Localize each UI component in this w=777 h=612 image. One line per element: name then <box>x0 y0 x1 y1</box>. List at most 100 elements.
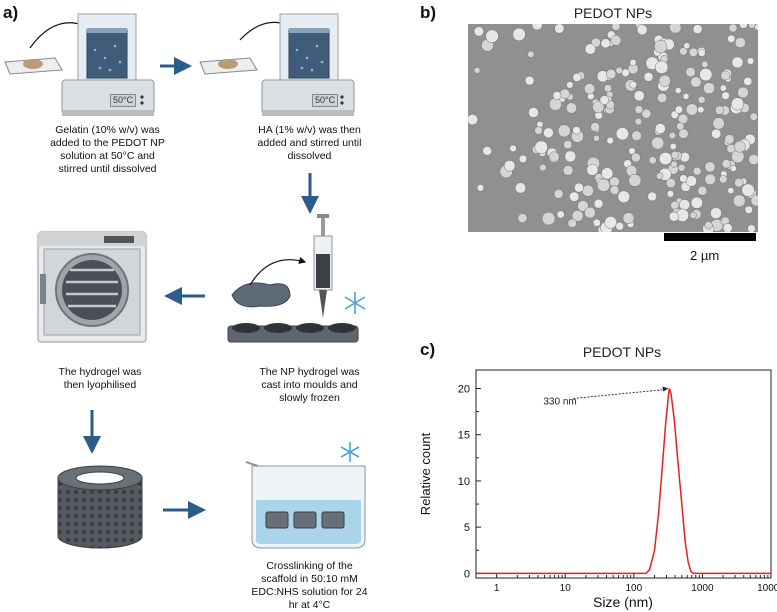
sem-particle <box>734 37 746 49</box>
sem-particle <box>628 173 642 187</box>
sem-particle <box>636 24 648 36</box>
sem-particle <box>503 160 516 172</box>
sem-particle <box>512 27 526 42</box>
sem-particle <box>712 117 725 130</box>
sem-particle <box>697 95 706 104</box>
sem-particle <box>468 114 479 126</box>
sem-particle <box>518 154 528 164</box>
sem-particle <box>728 24 738 33</box>
sem-particle <box>527 50 535 58</box>
sem-particle <box>679 174 688 183</box>
sem-particle <box>643 72 654 82</box>
sem-particle <box>668 211 679 222</box>
sem-particle <box>732 194 746 208</box>
sem-particle <box>634 117 643 126</box>
sem-particle <box>554 24 565 34</box>
snowflake-icon-1 <box>344 292 366 314</box>
sem-particle <box>548 97 562 111</box>
sem-particle <box>584 43 596 55</box>
sem-particle <box>584 83 596 95</box>
sem-particle <box>572 72 582 82</box>
sem-particle <box>631 152 641 163</box>
sem-particle <box>473 26 484 37</box>
sem-particle <box>669 143 677 150</box>
sem-particle <box>482 146 492 156</box>
sem-particle <box>617 190 631 204</box>
sem-particle <box>634 105 644 114</box>
x-tick-label: 1 <box>494 583 500 594</box>
annotation-arrowhead <box>662 386 669 392</box>
sem-particle <box>592 218 601 227</box>
y-tick-label: 0 <box>464 568 470 580</box>
workflow-schematic <box>4 13 366 549</box>
sem-particle <box>590 122 600 132</box>
sem-particle <box>685 67 696 78</box>
sem-particle <box>622 212 635 225</box>
sem-particle <box>727 34 736 43</box>
y-tick-label: 20 <box>458 383 470 395</box>
series-line <box>476 388 771 575</box>
sem-particle <box>731 56 744 69</box>
sem-particle <box>552 91 562 100</box>
sem-particle <box>750 194 758 207</box>
sem-particle <box>556 210 565 219</box>
x-tick-label: 1000 <box>691 583 714 594</box>
sem-particle <box>654 39 668 54</box>
freeze-dryer-icon <box>37 231 147 343</box>
sem-particle <box>748 24 756 29</box>
sem-particle <box>746 57 755 65</box>
sem-particle <box>719 175 728 184</box>
sem-particle <box>669 24 682 34</box>
x-tick-label: 100 <box>625 583 642 594</box>
sem-particle <box>548 151 560 163</box>
sem-particle <box>703 82 716 95</box>
sem-particle <box>606 136 614 145</box>
x-axis-label: Size (nm) <box>593 594 653 610</box>
sem-particle <box>677 164 686 172</box>
sem-particle <box>721 159 731 169</box>
sem-particle <box>748 154 758 165</box>
sem-particle <box>541 211 556 226</box>
y-tick-label: 15 <box>458 430 470 442</box>
sem-particle <box>743 76 753 86</box>
sem-particle <box>697 185 708 196</box>
sem-particle <box>648 156 657 165</box>
sem-particle <box>651 136 665 150</box>
sem-particle <box>682 93 690 100</box>
x-tick-label: 10 <box>560 583 572 594</box>
mould-casting-icon <box>227 214 359 343</box>
sem-particle <box>611 24 621 31</box>
sem-particle <box>744 205 753 214</box>
sem-particle <box>710 207 722 219</box>
sem-particle <box>697 106 705 114</box>
sem-particle <box>562 165 574 176</box>
sem-particle <box>688 47 698 57</box>
sem-particle <box>657 92 668 103</box>
annotation-label: 330 nm <box>543 396 576 407</box>
sem-particle <box>641 108 652 119</box>
sem-particle <box>528 107 539 118</box>
sem-particle <box>668 131 676 140</box>
sem-particle <box>674 105 683 114</box>
sem-particle <box>701 60 709 68</box>
sem-particle <box>601 167 614 180</box>
chart-title: PEDOT NPs <box>582 344 662 360</box>
sem-particle <box>741 183 755 197</box>
sem-particle <box>678 128 689 139</box>
sem-particle <box>670 150 679 160</box>
sem-particle <box>610 34 622 46</box>
snowflake-icon-2 <box>340 442 360 462</box>
sem-particle <box>737 86 749 99</box>
sem-particle <box>571 210 584 222</box>
sem-particle <box>577 200 589 212</box>
sem-particle <box>666 190 675 198</box>
sem-particle <box>574 182 584 193</box>
crosslinking-beaker-icon <box>245 461 366 549</box>
panel-label-c: c) <box>420 340 436 359</box>
sem-particle <box>690 196 703 209</box>
sem-particle <box>629 59 637 66</box>
